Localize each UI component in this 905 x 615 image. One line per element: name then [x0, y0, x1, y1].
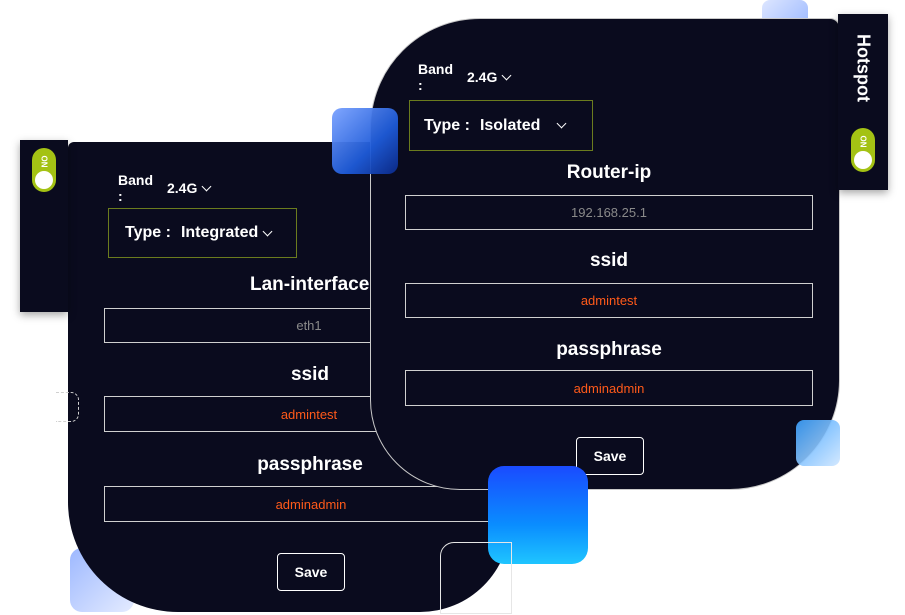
left-ssid-label: ssid [290, 364, 330, 385]
chevron-down-icon [262, 226, 273, 236]
toggle-knob [35, 171, 53, 189]
left-lan-interface-label: Lan-interface [250, 274, 370, 295]
right-band-value: 2.4G [467, 69, 498, 85]
left-hotspot-toggle[interactable]: ON [32, 148, 56, 192]
left-hotspot-tab: ON Hotspot [20, 140, 68, 436]
left-type-dropdown[interactable]: Type : Integrated [108, 208, 297, 258]
left-passphrase-field[interactable]: adminadmin [104, 486, 518, 522]
right-band-label: Band : [418, 61, 453, 93]
right-passphrase-label: passphrase [556, 339, 662, 360]
left-save-button[interactable]: Save [277, 553, 345, 591]
left-passphrase-label: passphrase [257, 454, 363, 475]
right-band-dropdown[interactable]: 2.4G [467, 69, 512, 85]
left-type-value: Integrated [180, 224, 259, 241]
chevron-down-icon [556, 118, 567, 129]
decor-outline-square [440, 542, 512, 614]
left-band-value: 2.4G [167, 180, 198, 196]
right-ssid-label: ssid [589, 250, 629, 271]
right-ssid-field[interactable]: admintest [405, 283, 813, 318]
right-hotspot-card [370, 18, 840, 490]
decor-square-right-small [796, 420, 840, 466]
toggle-on-text: ON [39, 155, 49, 168]
left-hotspot-label: Hotspot [33, 368, 54, 436]
right-type-value: Isolated [479, 116, 541, 134]
right-type-dropdown[interactable]: Type : Isolated [409, 100, 593, 151]
chevron-down-icon [501, 70, 512, 80]
toggle-on-text: ON [858, 135, 868, 148]
right-passphrase-field[interactable]: adminadmin [405, 370, 813, 406]
right-hotspot-tab: Hotspot ON [838, 14, 888, 190]
decor-square-middle [332, 108, 398, 174]
right-save-button[interactable]: Save [576, 437, 644, 475]
decor-dashed-corner [56, 392, 79, 422]
chevron-down-icon [201, 181, 212, 191]
left-type-label: Type : [125, 224, 171, 241]
left-band-label: Band : [118, 172, 153, 204]
right-type-label: Type : [424, 116, 470, 134]
right-hotspot-toggle[interactable]: ON [851, 128, 875, 172]
right-router-ip-label: Router-ip [566, 162, 652, 183]
left-band-dropdown[interactable]: 2.4G [167, 180, 212, 196]
toggle-knob [854, 151, 872, 169]
right-hotspot-label: Hotspot [853, 34, 874, 102]
right-router-ip-field[interactable]: 192.168.25.1 [405, 195, 813, 230]
